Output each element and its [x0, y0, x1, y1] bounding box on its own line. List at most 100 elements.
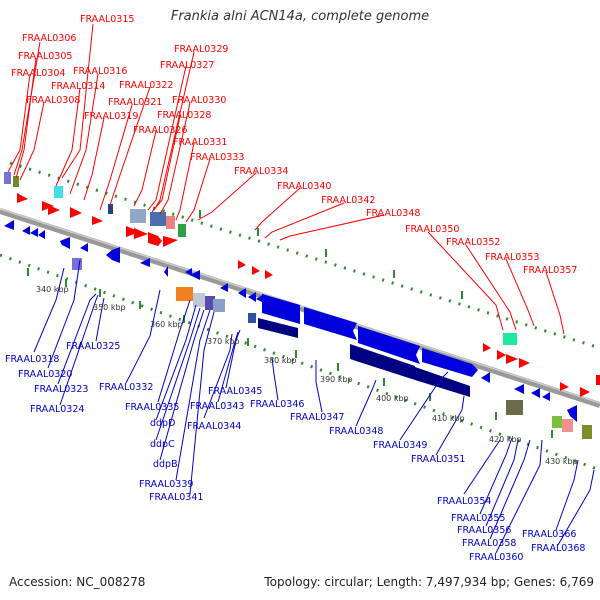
gene-label: FRAAL0355 [451, 513, 505, 524]
feature-box [213, 299, 225, 312]
gene-label: FRAAL0349 [373, 440, 427, 451]
gene-label: ddpB [153, 459, 178, 470]
gene-label: FRAAL0334 [234, 166, 288, 177]
gene-arrow [265, 270, 273, 279]
gene-label: FRAAL0339 [139, 479, 193, 490]
genome-stats-text: Topology: circular; Length: 7,497,934 bp… [264, 575, 594, 589]
feature-box [552, 416, 562, 428]
gene-label: FRAAL0315 [80, 14, 134, 25]
gene-arrow [519, 358, 530, 368]
feature-box [130, 209, 146, 223]
gene-label: FRAAL0360 [469, 552, 523, 563]
gene-label: ddpC [150, 439, 175, 450]
gene-block-dark [350, 344, 415, 380]
gene-label: FRAAL0343 [190, 401, 244, 412]
lower-dotted-rail [0, 253, 600, 472]
gene-arrow [531, 388, 540, 398]
feature-box [4, 172, 11, 184]
gene-arrow [483, 343, 491, 352]
gene-arrow [140, 258, 150, 267]
gene-arrow [148, 232, 162, 246]
scale-label: 370 kbp [207, 337, 240, 346]
gene-arrow [497, 350, 506, 360]
feature-box [166, 216, 175, 229]
gene-label: FRAAL0368 [531, 543, 585, 554]
gene-label: FRAAL0346 [250, 399, 304, 410]
scale-label: 360 kbp [150, 320, 183, 329]
gene-arrow [30, 228, 38, 237]
gene-arrow [220, 283, 228, 292]
gene-label: FRAAL0344 [187, 421, 241, 432]
gene-arrow [38, 230, 45, 239]
feature-box [248, 313, 256, 323]
gene-label: FRAAL0331 [173, 137, 227, 148]
gene-arrow [580, 387, 590, 397]
feature-box [150, 212, 166, 226]
gene-arrow [238, 288, 246, 298]
gene-label: FRAAL0335 [125, 402, 179, 413]
scale-label: 430 kbp [545, 457, 578, 466]
gene-arrow [164, 266, 168, 277]
gene-arrow [48, 205, 60, 215]
gene-label: FRAAL0304 [11, 68, 65, 79]
gene-label: FRAAL0357 [523, 265, 577, 276]
gene-block [304, 307, 357, 340]
gene-block-dark [258, 318, 298, 338]
gene-label: FRAAL0324 [30, 404, 84, 415]
scale-ticks [27, 210, 553, 438]
scale-label: 390 kbp [320, 375, 353, 384]
gene-label: FRAAL0352 [446, 237, 500, 248]
feature-box [178, 224, 186, 237]
gene-arrow [542, 392, 550, 401]
gene-arrow [92, 216, 103, 225]
gene-label: FRAAL0306 [22, 33, 76, 44]
feature-box [72, 258, 82, 270]
gene-label: FRAAL0358 [462, 538, 516, 549]
gene-label: FRAAL0341 [149, 492, 203, 503]
gene-label: FRAAL0305 [18, 51, 72, 62]
gene-label: FRAAL0323 [34, 384, 88, 395]
gene-label: FRAAL0348 [329, 426, 383, 437]
gene-arrow [560, 382, 569, 391]
forward-gene-labels: FRAAL0315 FRAAL0306 FRAAL0305 FRAAL0304 … [11, 14, 577, 276]
scale-label: 420 kbp [489, 435, 522, 444]
reverse-leader-lines [33, 259, 595, 554]
gene-arrow [126, 226, 140, 237]
gene-block [422, 348, 478, 377]
gene-label: FRAAL0318 [5, 354, 59, 365]
feature-box [582, 425, 592, 439]
gene-arrow [106, 247, 120, 263]
reverse-genes [4, 220, 577, 422]
gene-block [358, 326, 420, 364]
gene-label: FRAAL0340 [277, 181, 331, 192]
gene-label: FRAAL0354 [437, 496, 491, 507]
gene-label: FRAAL0326 [133, 125, 187, 136]
gene-block-dark [415, 367, 470, 397]
feature-box [596, 375, 600, 385]
forward-leader-lines [7, 23, 565, 335]
gene-arrow [163, 236, 178, 247]
gene-label: FRAAL0342 [321, 195, 375, 206]
genome-title: Frankia alni ACN14a, complete genome [170, 9, 430, 24]
gene-label: FRAAL0348 [366, 208, 420, 219]
gene-arrow [190, 270, 200, 280]
feature-box [506, 400, 523, 415]
forward-genes [17, 193, 590, 397]
gene-arrow [60, 237, 70, 249]
scale-label: 380 kbp [264, 356, 297, 365]
gene-label: FRAAL0330 [172, 95, 226, 106]
accession-text: Accession: NC_008278 [9, 575, 146, 589]
feature-box [562, 419, 573, 432]
feature-box [205, 296, 215, 310]
feature-box [176, 287, 193, 301]
gene-label: FRAAL0347 [290, 412, 344, 423]
gene-label: FRAAL0322 [119, 80, 173, 91]
gene-arrow [134, 228, 148, 239]
feature-box [13, 176, 19, 187]
gene-label: FRAAL0366 [522, 529, 576, 540]
gene-arrow [185, 268, 192, 276]
gene-label: FRAAL0316 [73, 66, 127, 77]
gene-arrow [252, 266, 260, 275]
gene-arrow [4, 220, 14, 230]
gene-arrow [248, 292, 256, 302]
